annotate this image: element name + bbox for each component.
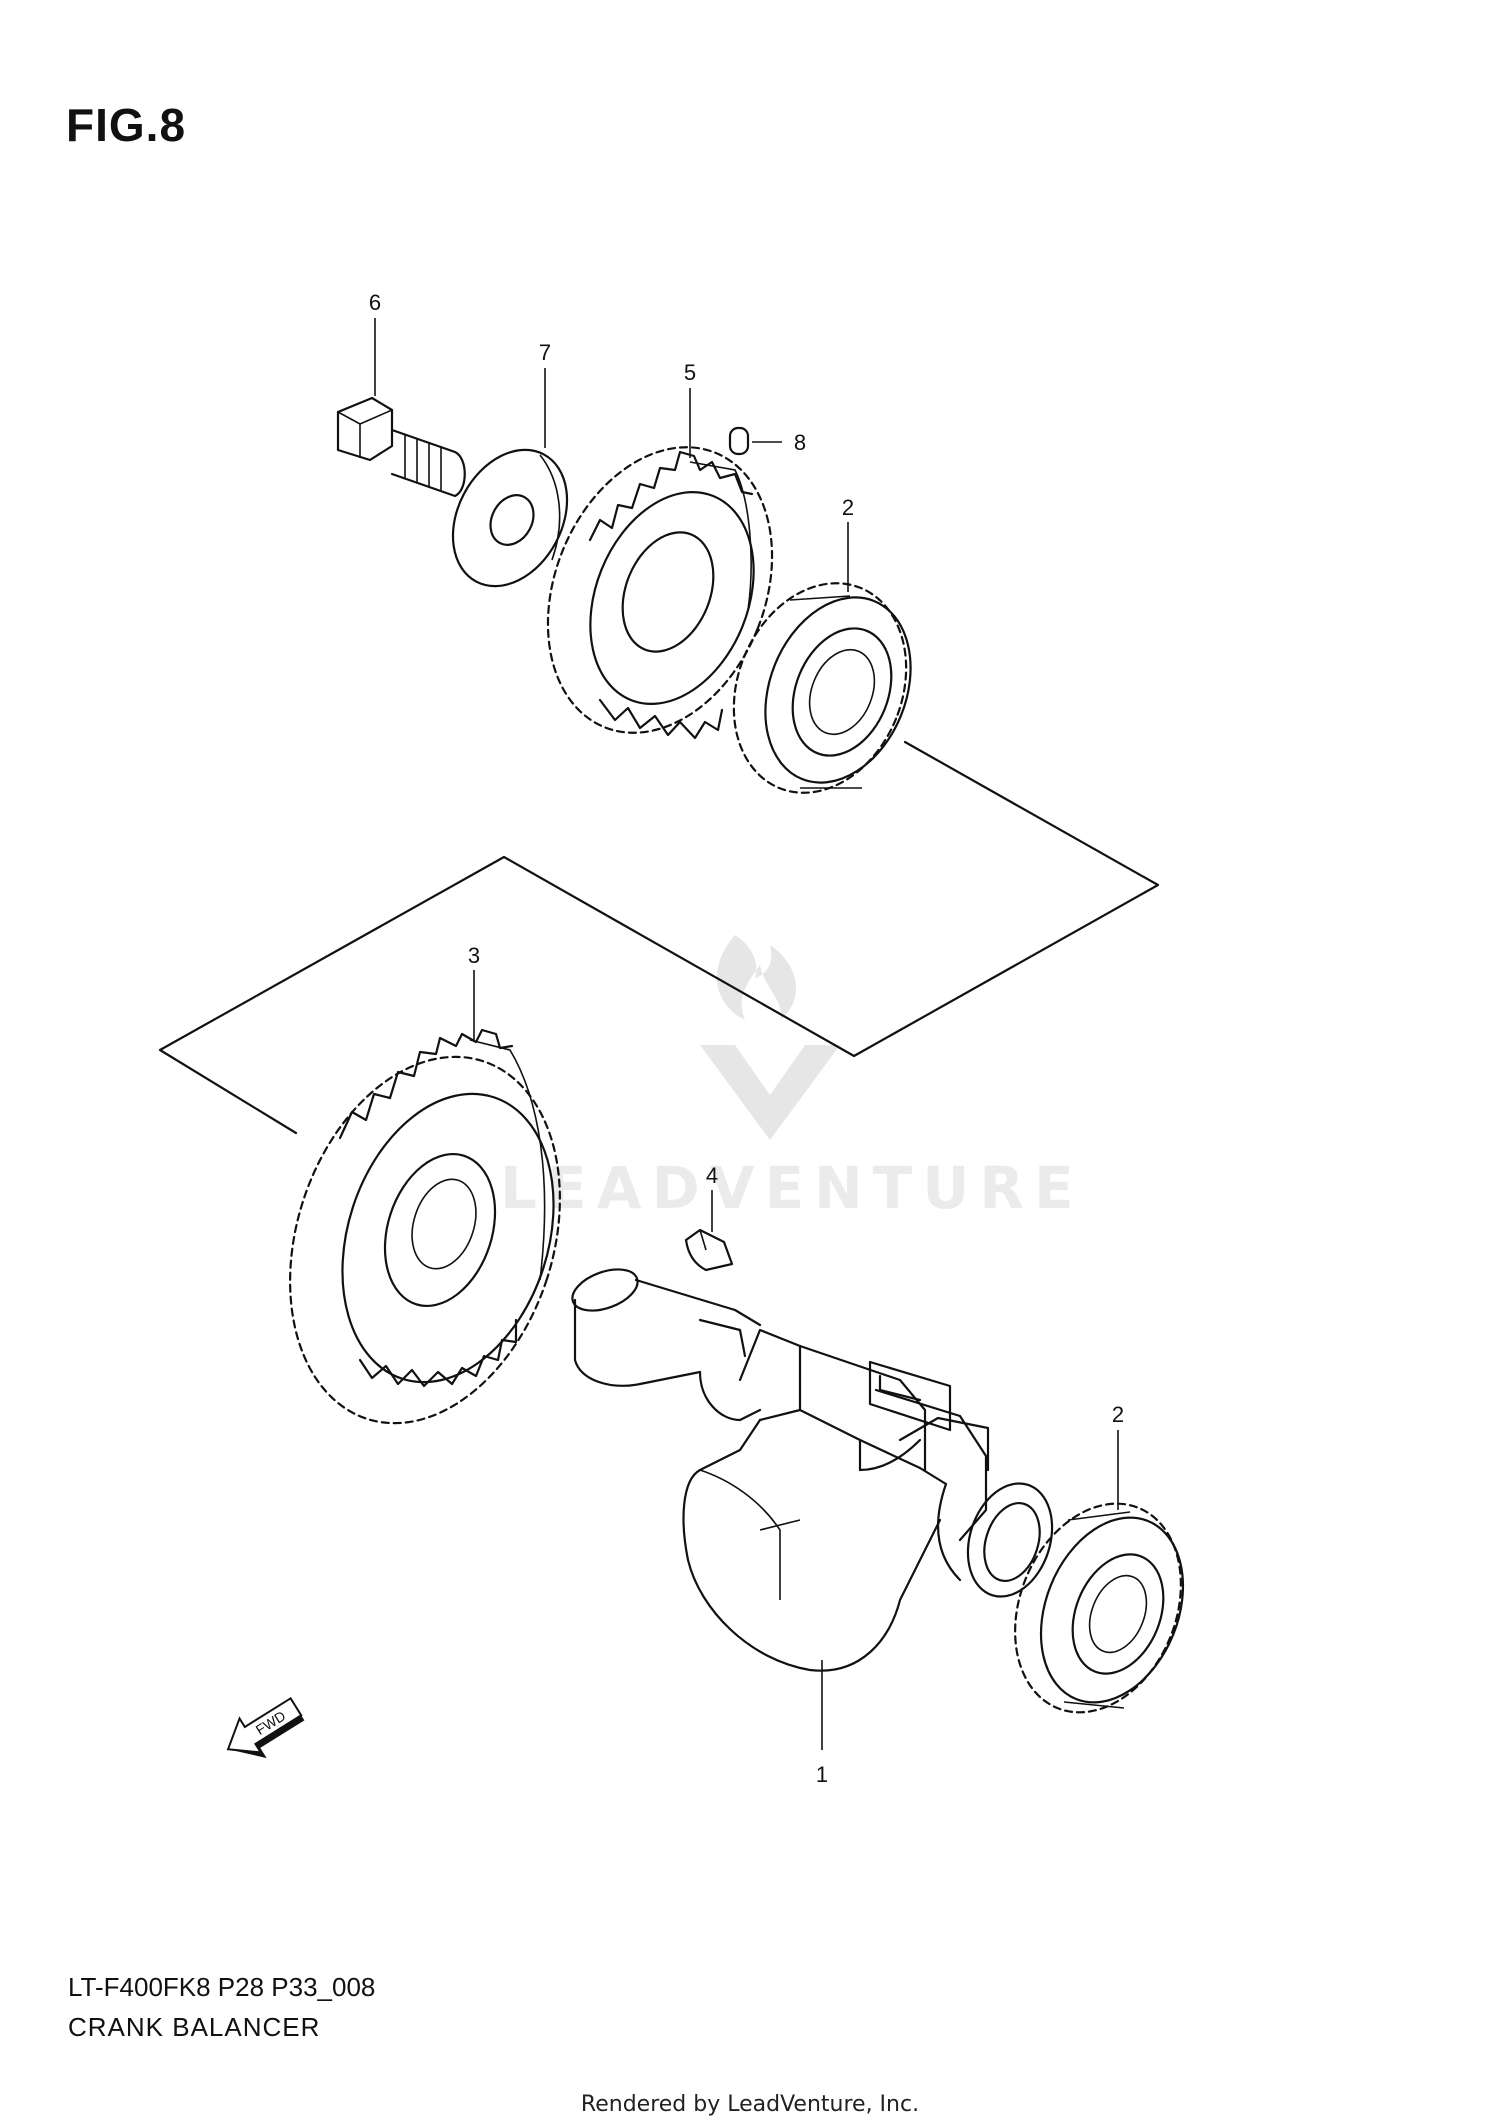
part-4-key xyxy=(684,1228,734,1272)
part-6-flange-bolt xyxy=(336,396,466,498)
part-7-washer xyxy=(451,448,569,588)
model-code-caption: LT-F400FK8 P28 P33_008 xyxy=(68,1972,376,2002)
section-name-caption: CRANK BALANCER xyxy=(68,2012,321,2042)
callout-1: 1 xyxy=(816,1762,828,1787)
leadventure-watermark: LEADVENTURE xyxy=(500,935,1084,1222)
part-2-bearing-lower xyxy=(1014,1502,1185,1714)
part-3-balancer-driven-gear xyxy=(289,1028,561,1425)
watermark-flame-icon xyxy=(716,935,797,1020)
fwd-arrow-icon: FWD xyxy=(226,1696,305,1759)
figure-title: FIG.8 xyxy=(66,99,187,151)
assembly-guide-line xyxy=(158,740,1160,1135)
rendered-by-footer: Rendered by LeadVenture, Inc. xyxy=(580,2092,920,2117)
watermark-v-icon xyxy=(700,1045,840,1140)
part-5-balancer-drive-gear xyxy=(546,446,774,740)
callout-4: 4 xyxy=(706,1163,718,1188)
leader-lines xyxy=(374,318,1119,1750)
part-8-pin xyxy=(728,426,782,456)
callout-8: 8 xyxy=(794,430,806,455)
callout-7: 7 xyxy=(539,340,551,365)
callout-3: 3 xyxy=(468,943,480,968)
callout-6: 6 xyxy=(369,290,381,315)
callout-5: 5 xyxy=(684,360,696,385)
callout-labels: 6 7 5 8 2 3 4 2 1 xyxy=(369,290,1124,1787)
part-2-bearing-upper xyxy=(732,582,912,794)
part-1-crank-balancer-shaft xyxy=(571,1268,1054,1672)
callout-2-lower: 2 xyxy=(1112,1402,1124,1427)
callout-2-upper: 2 xyxy=(842,495,854,520)
watermark-text: LEADVENTURE xyxy=(500,1154,1084,1222)
